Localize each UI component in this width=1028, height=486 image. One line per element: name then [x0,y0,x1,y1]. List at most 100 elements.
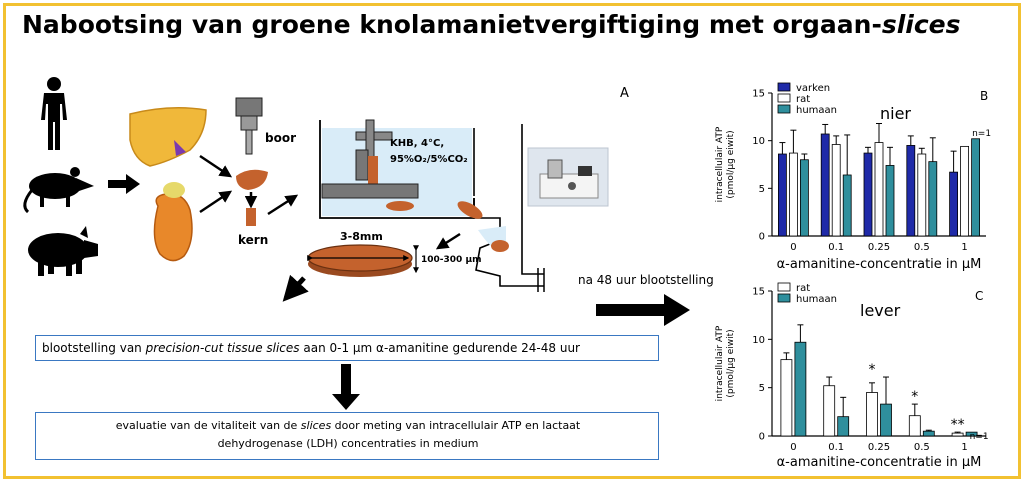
bar-humaan [922,430,935,437]
human-icon [41,77,67,150]
legend-label-rat: rat [796,94,810,105]
annotation: n=1 [972,129,991,139]
bar-varken [949,171,958,237]
legend-swatch-humaan [777,104,791,114]
bar-rat [831,144,841,237]
legend-label-rat: rat [796,283,810,294]
x-tick-label: 0.1 [828,242,844,253]
slice-diameter-label: 3-8mm [340,230,383,243]
y-axis-label-line2: (pmol/μg eiwit) [726,329,736,397]
legend-label-varken: varken [796,83,830,94]
x-tick-label: 0.25 [868,442,890,453]
step2-line2: dehydrogenase (LDH) concentraties in med… [217,437,479,450]
bar-rat [874,142,884,237]
panel-label: B [980,89,988,103]
bar-varken [778,153,787,237]
x-tick-label: 0.5 [914,242,930,253]
arrow-to-step2 [332,364,360,410]
x-tick-label: 1 [961,242,967,253]
bar-humaan [800,159,809,237]
bar-rat [789,152,798,237]
bar-humaan [928,161,938,237]
bar-rat [951,432,964,437]
y-axis-label-line1: intracellulair ATP [715,126,725,202]
rat-icon [23,167,94,214]
x-tick-label: 0.1 [828,442,844,453]
arrow-to-results [596,294,690,326]
legend-label-humaan: humaan [796,294,837,305]
slice-thickness-label: 100-300 μm [421,255,482,265]
bar-rat [780,359,793,437]
y-axis-label-line2: (pmol/μg eiwit) [726,130,736,198]
annotation: ** [951,417,965,433]
bar-varken [820,133,830,237]
y-tick-label: 10 [752,335,765,346]
bar-rat [823,385,836,437]
bar-humaan [837,416,850,437]
x-tick-label: 0 [790,442,796,453]
x-tick-label: 1 [961,442,967,453]
y-axis-label-line1: intracellulair ATP [715,325,725,401]
slicer-chamber [319,119,545,292]
kidney-icon [153,182,193,262]
bar-varken [906,145,916,237]
bar-humaan [885,165,895,237]
y-tick-label: 5 [759,383,765,394]
x-tick-label: 0.25 [868,242,890,253]
annotation: n=1 [970,432,989,442]
legend-swatch-rat [777,93,791,103]
bar-humaan [880,403,892,437]
bar-rat [908,415,921,437]
tissue-core [246,208,256,226]
legend-swatch-rat [777,282,791,292]
liver-icon [129,107,207,167]
drill-icon [235,97,263,155]
bar-rat [866,392,878,437]
legend-label-humaan: humaan [796,105,837,116]
x-tick-label: 0.5 [914,442,930,453]
chamber-condition-2: 95%O₂/5%CO₂ [390,154,468,165]
step2-line1: evaluatie van de vitaliteit van de slice… [115,419,581,432]
organ-label: lever [860,301,901,320]
bar-humaan [794,341,807,437]
annotation: * [911,389,918,405]
y-tick-label: 0 [759,232,765,243]
x-axis-label: α-amanitine-concentratie in μM [777,257,982,272]
step1-text: blootstelling van precision-cut tissue s… [42,341,580,355]
bar-rat [917,153,927,237]
step1-box: blootstelling van precision-cut tissue s… [35,335,659,361]
bar-rat [960,145,969,237]
organ-arrow [108,174,140,194]
annotation: * [869,362,876,378]
slicer-instrument-photo [527,147,609,207]
boor-label: boor [265,131,296,145]
tissue-piece [236,169,268,190]
panel-label: C [975,289,983,303]
pig-icon [28,226,98,276]
y-tick-label: 0 [759,432,765,443]
bar-humaan [965,431,978,437]
bar-varken [863,152,873,237]
x-axis-label: α-amanitine-concentratie in μM [777,455,982,470]
slice-disc [307,244,419,277]
page-title: Nabootsing van groene knolamanietvergift… [22,10,961,39]
exposure-time-label: na 48 uur blootstelling [578,273,714,287]
panel-a-label: A [620,86,629,101]
y-tick-label: 15 [752,89,765,100]
x-tick-label: 0 [790,242,796,253]
legend-swatch-humaan [777,293,791,303]
bar-humaan [971,138,980,237]
chamber-condition-1: KHB, 4°C, [390,138,445,149]
y-tick-label: 10 [752,136,765,147]
arrow-to-step1 [282,274,309,302]
bar-humaan [842,174,852,237]
legend-swatch-varken [777,82,791,92]
step2-box: evaluatie van de vitaliteit van de slice… [35,412,659,460]
kern-label: kern [238,233,269,247]
y-tick-label: 15 [752,287,765,298]
organ-label: nier [880,104,911,123]
y-tick-label: 5 [759,184,765,195]
page-frame [3,3,1021,479]
